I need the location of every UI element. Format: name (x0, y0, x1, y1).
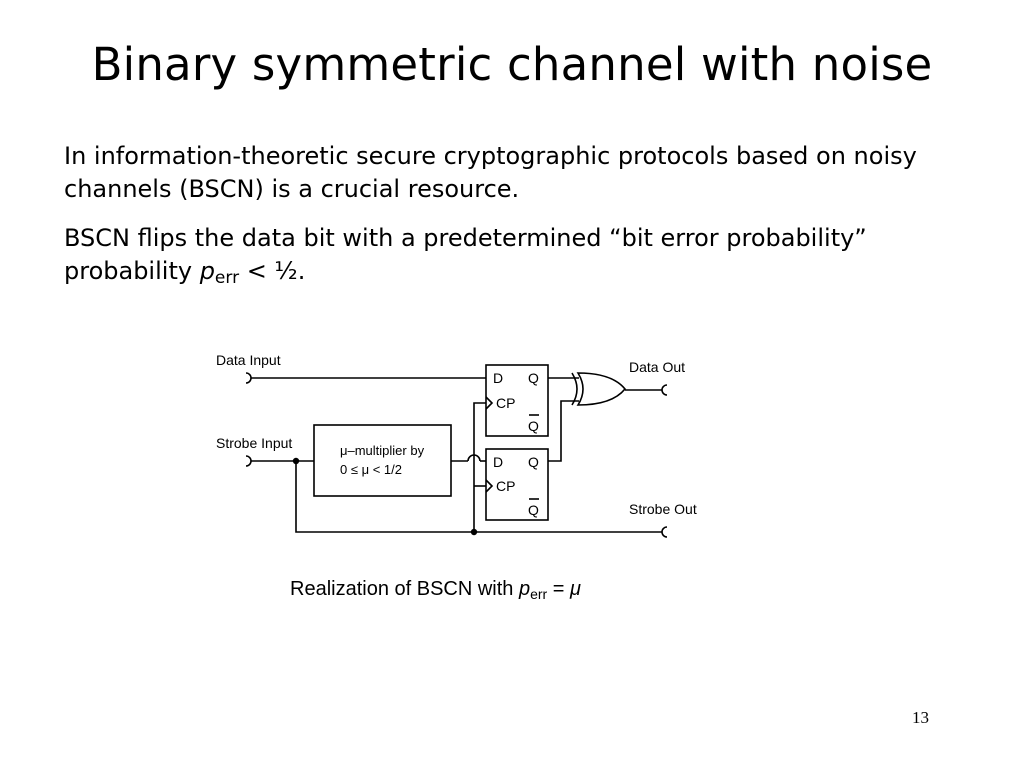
bullet-2-text: BSCN flips the data bit with a predeterm… (64, 224, 867, 285)
strobe-input-terminal (245, 455, 252, 467)
bullet-paragraph-2: BSCN flips the data bit with a predeterm… (64, 222, 964, 295)
ff2-cp-label: CP (496, 478, 515, 494)
strobe-out-terminal (661, 526, 668, 538)
ff2-qbar-label: Q (528, 502, 539, 518)
ff2-q-wire (548, 400, 579, 462)
strobe-out-label: Strobe Out (629, 501, 697, 517)
data-out-label: Data Out (629, 359, 685, 375)
flip-flop-2 (485, 448, 549, 521)
slide-title: Binary symmetric channel with noise (91, 38, 933, 91)
caption-symbol: p (518, 578, 531, 600)
bullet-2-symbol: p (199, 257, 215, 285)
bullet-2-subscript: err (214, 268, 240, 288)
bullet-list: In information-theoretic secure cryptogr… (64, 140, 964, 311)
multiplier-label-line1: μ–multiplier by (340, 443, 425, 458)
caption-mu-symbol: μ (570, 578, 581, 600)
ff1-clock-marker (485, 396, 494, 410)
flip-flop-1 (485, 364, 549, 437)
caption-text: Realization of BSCN with (290, 578, 519, 600)
caption-subscript: err (530, 586, 548, 602)
data-out-terminal (661, 384, 668, 396)
bullet-paragraph-1: In information-theoretic secure cryptogr… (64, 142, 917, 203)
xor-gate-body (576, 372, 627, 406)
page-number: 13 (912, 708, 929, 727)
ff1-d-label: D (493, 370, 503, 386)
ff2-d-label: D (493, 454, 503, 470)
ff1-q-label: Q (528, 370, 539, 386)
ff2-clock-marker (485, 479, 494, 493)
ff2-q-label: Q (528, 454, 539, 470)
ff1-cp-label: CP (496, 395, 515, 411)
clock-junction-dot (470, 528, 478, 536)
mu-multiplier-box (313, 424, 452, 497)
caption-equals: = (547, 578, 571, 600)
clock-wire-ff1 (473, 402, 486, 532)
xor-gate-back-curve (571, 372, 578, 406)
bullet-2-tail: < ½. (239, 257, 306, 285)
diagram-caption: Realization of BSCN with perr = μ (290, 578, 581, 602)
strobe-out-wire (295, 461, 662, 533)
strobe-input-label: Strobe Input (216, 435, 292, 451)
data-input-label: Data Input (216, 352, 281, 368)
ff1-qbar-label: Q (528, 418, 539, 434)
strobe-junction-dot (292, 457, 300, 465)
data-input-terminal (245, 372, 252, 384)
multiplier-label-line2: 0 ≤ μ < 1/2 (340, 462, 402, 477)
